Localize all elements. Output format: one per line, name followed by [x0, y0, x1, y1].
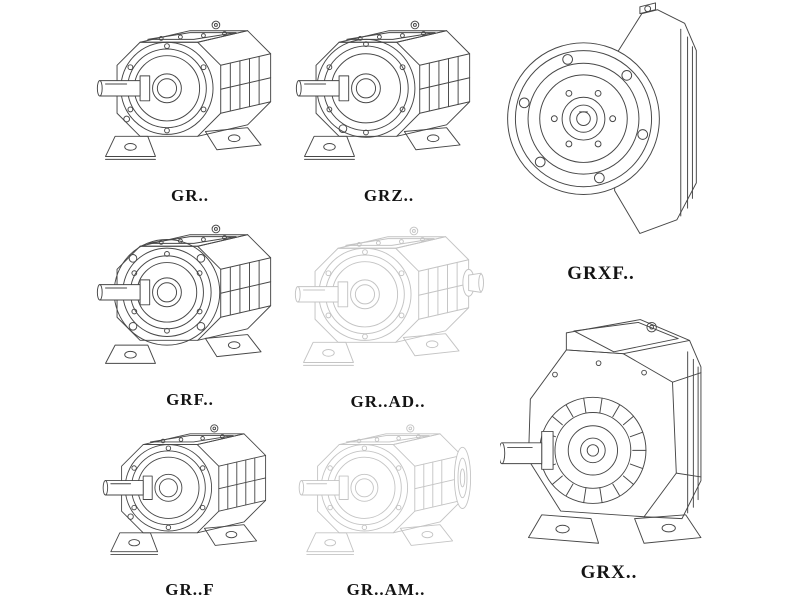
gearbox-drawing-gram — [298, 424, 472, 555]
figure-label-grf: GRF.. — [166, 390, 214, 410]
figure-gram: GR..AM.. — [288, 405, 484, 600]
figure-label-grad: GR..AD.. — [350, 392, 426, 412]
figure-label-grxf: GRXF.. — [567, 262, 635, 284]
figure-label-gr: GR.. — [171, 186, 209, 206]
gearbox-drawing-grx — [500, 319, 702, 544]
gearbox-drawing-grxf — [507, 2, 697, 234]
figure-grx: GRX.. — [498, 312, 720, 584]
gearbox-drawing-grf — [96, 224, 272, 364]
figure-gr: GR.. — [92, 0, 288, 206]
figure-grad: GR..AD.. — [288, 206, 488, 412]
gearbox-drawing-grff — [102, 424, 267, 555]
figure-grxf: GRXF.. — [492, 0, 710, 285]
gearbox-drawing-gr — [96, 20, 272, 160]
figure-label-grz: GRZ.. — [363, 186, 415, 206]
gearbox-drawing-grad — [294, 226, 484, 366]
gearbox-drawing-grz — [295, 20, 471, 160]
figure-label-grff: GR..F — [165, 579, 215, 599]
figure-grf: GRF.. — [92, 204, 288, 410]
figure-grff: GR..F — [92, 405, 288, 600]
figure-label-gram: GR..AM.. — [346, 579, 426, 599]
figure-grz: GRZ.. — [293, 0, 485, 206]
figure-label-grx: GRX.. — [580, 562, 638, 584]
